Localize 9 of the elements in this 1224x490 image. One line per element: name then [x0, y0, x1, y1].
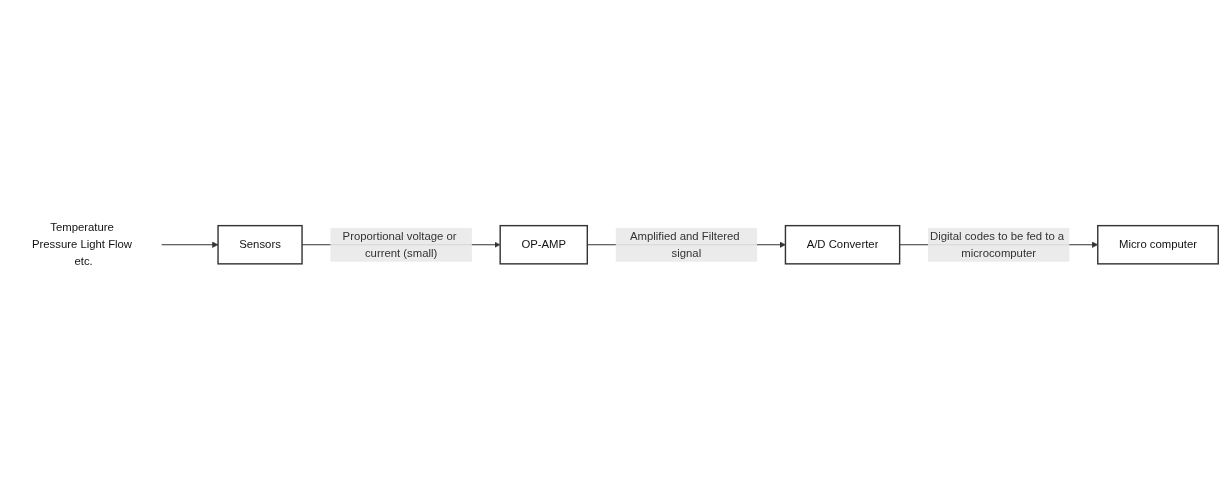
- node-box: Sensors: [217, 225, 303, 265]
- node-box: Micro computer: [1097, 225, 1219, 265]
- edge-label: Digital codes to be fed to a microcomputer: [930, 230, 1065, 260]
- node-text: Temperature Pressure Light Flow etc.: [31, 221, 133, 268]
- edge-label: Amplified and Filtered signal: [630, 230, 740, 260]
- arrow: [160, 241, 219, 249]
- edge-label: Proportional voltage or current (small): [342, 230, 457, 260]
- node-box: OP-AMP: [499, 225, 588, 265]
- node-box: A/D Converter: [784, 225, 901, 265]
